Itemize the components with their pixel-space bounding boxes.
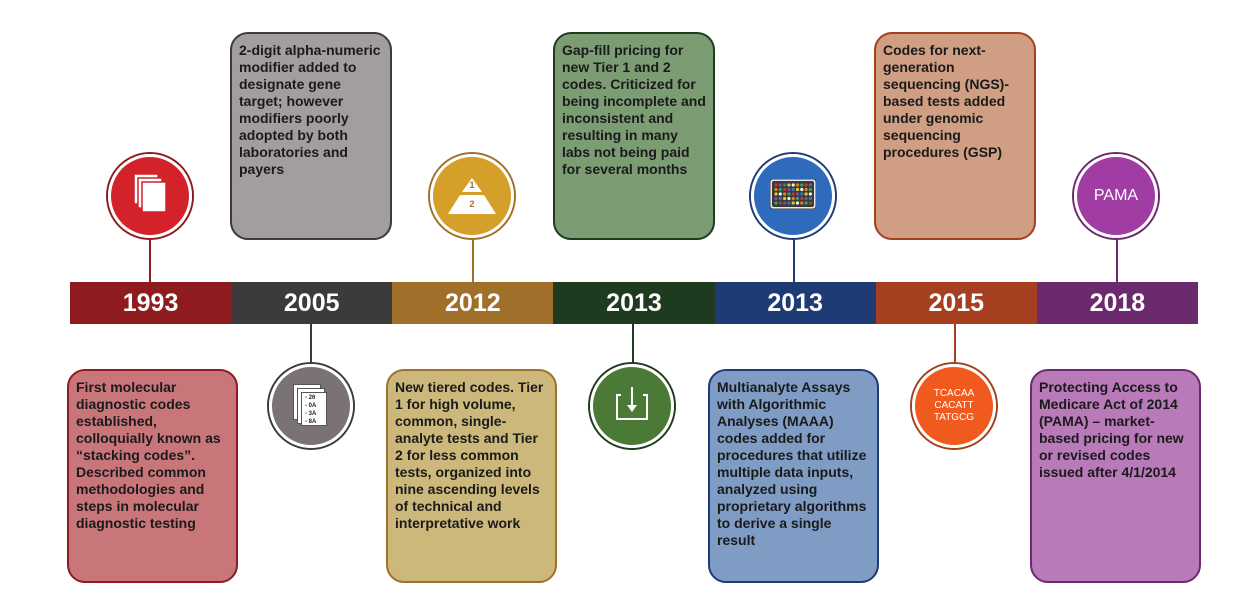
connector-2005 [310, 324, 312, 362]
ring-2015 [910, 362, 998, 450]
modifier-26: - 26 [305, 395, 316, 401]
connector-2013a [632, 324, 634, 362]
sequence-icon: TCACAA CACATT TATGCG [934, 388, 975, 424]
timeline-bar: 1993 2005 2012 2013 2013 2015 2018 [70, 282, 1198, 324]
ring-2005 [267, 362, 355, 450]
connector-2015 [954, 324, 956, 362]
year-2013-b: 2013 [714, 282, 876, 324]
ring-2013a [588, 362, 676, 450]
pyramid-icon: 1 2 [446, 176, 498, 216]
sequence-line-3: TATGCG [933, 412, 975, 423]
circle-2018: PAMA [1074, 154, 1158, 238]
year-2013-a: 2013 [553, 282, 715, 324]
sequence-line-2: CACATT [934, 400, 974, 411]
modifier-pages-icon: - 26 - 0A - 3A - 8A [293, 384, 329, 428]
connector-2018 [1116, 240, 1118, 282]
modifier-8a: - 8A [305, 419, 317, 425]
year-2005: 2005 [231, 282, 393, 324]
ring-2012 [428, 152, 516, 240]
connector-2013b [793, 240, 795, 282]
ring-2013b [749, 152, 837, 240]
box-2012: New tiered codes. Tier 1 for high volume… [386, 369, 557, 583]
box-2018: Protecting Access to Medicare Act of 201… [1030, 369, 1201, 583]
box-2005: 2-digit alpha-numeric modifier added to … [230, 32, 392, 240]
modifier-0a: - 0A [305, 403, 317, 409]
tier-1-label: 1 [469, 180, 475, 190]
tier-2-label: 2 [469, 199, 475, 209]
box-2013b: Multianalyte Assays with Algorithmic Ana… [708, 369, 879, 583]
documents-icon [130, 172, 170, 221]
ring-2018 [1072, 152, 1160, 240]
circle-2012: 1 2 [430, 154, 514, 238]
box-2015: Codes for next-generation sequencing (NG… [874, 32, 1036, 240]
circle-2013b [751, 154, 835, 238]
modifier-3a: - 3A [305, 411, 317, 417]
pama-label: PAMA [1093, 187, 1139, 204]
circle-1993 [108, 154, 192, 238]
year-2015: 2015 [875, 282, 1037, 324]
ring-1993 [106, 152, 194, 240]
box-2013a: Gap-fill pricing for new Tier 1 and 2 co… [553, 32, 715, 240]
circle-2013a [590, 364, 674, 448]
sequence-line-1: TCACAA [933, 388, 975, 399]
circle-2015: TCACAA CACATT TATGCG [912, 364, 996, 448]
year-1993: 1993 [70, 282, 232, 324]
inbox-download-icon [613, 385, 651, 428]
connector-1993 [149, 240, 151, 282]
circle-2005: - 26 - 0A - 3A - 8A [269, 364, 353, 448]
microarray-plate-icon [769, 178, 817, 214]
year-2018: 2018 [1036, 282, 1198, 324]
year-2012: 2012 [392, 282, 554, 324]
box-1993: First molecular diagnostic codes establi… [67, 369, 238, 583]
connector-2012 [472, 240, 474, 282]
